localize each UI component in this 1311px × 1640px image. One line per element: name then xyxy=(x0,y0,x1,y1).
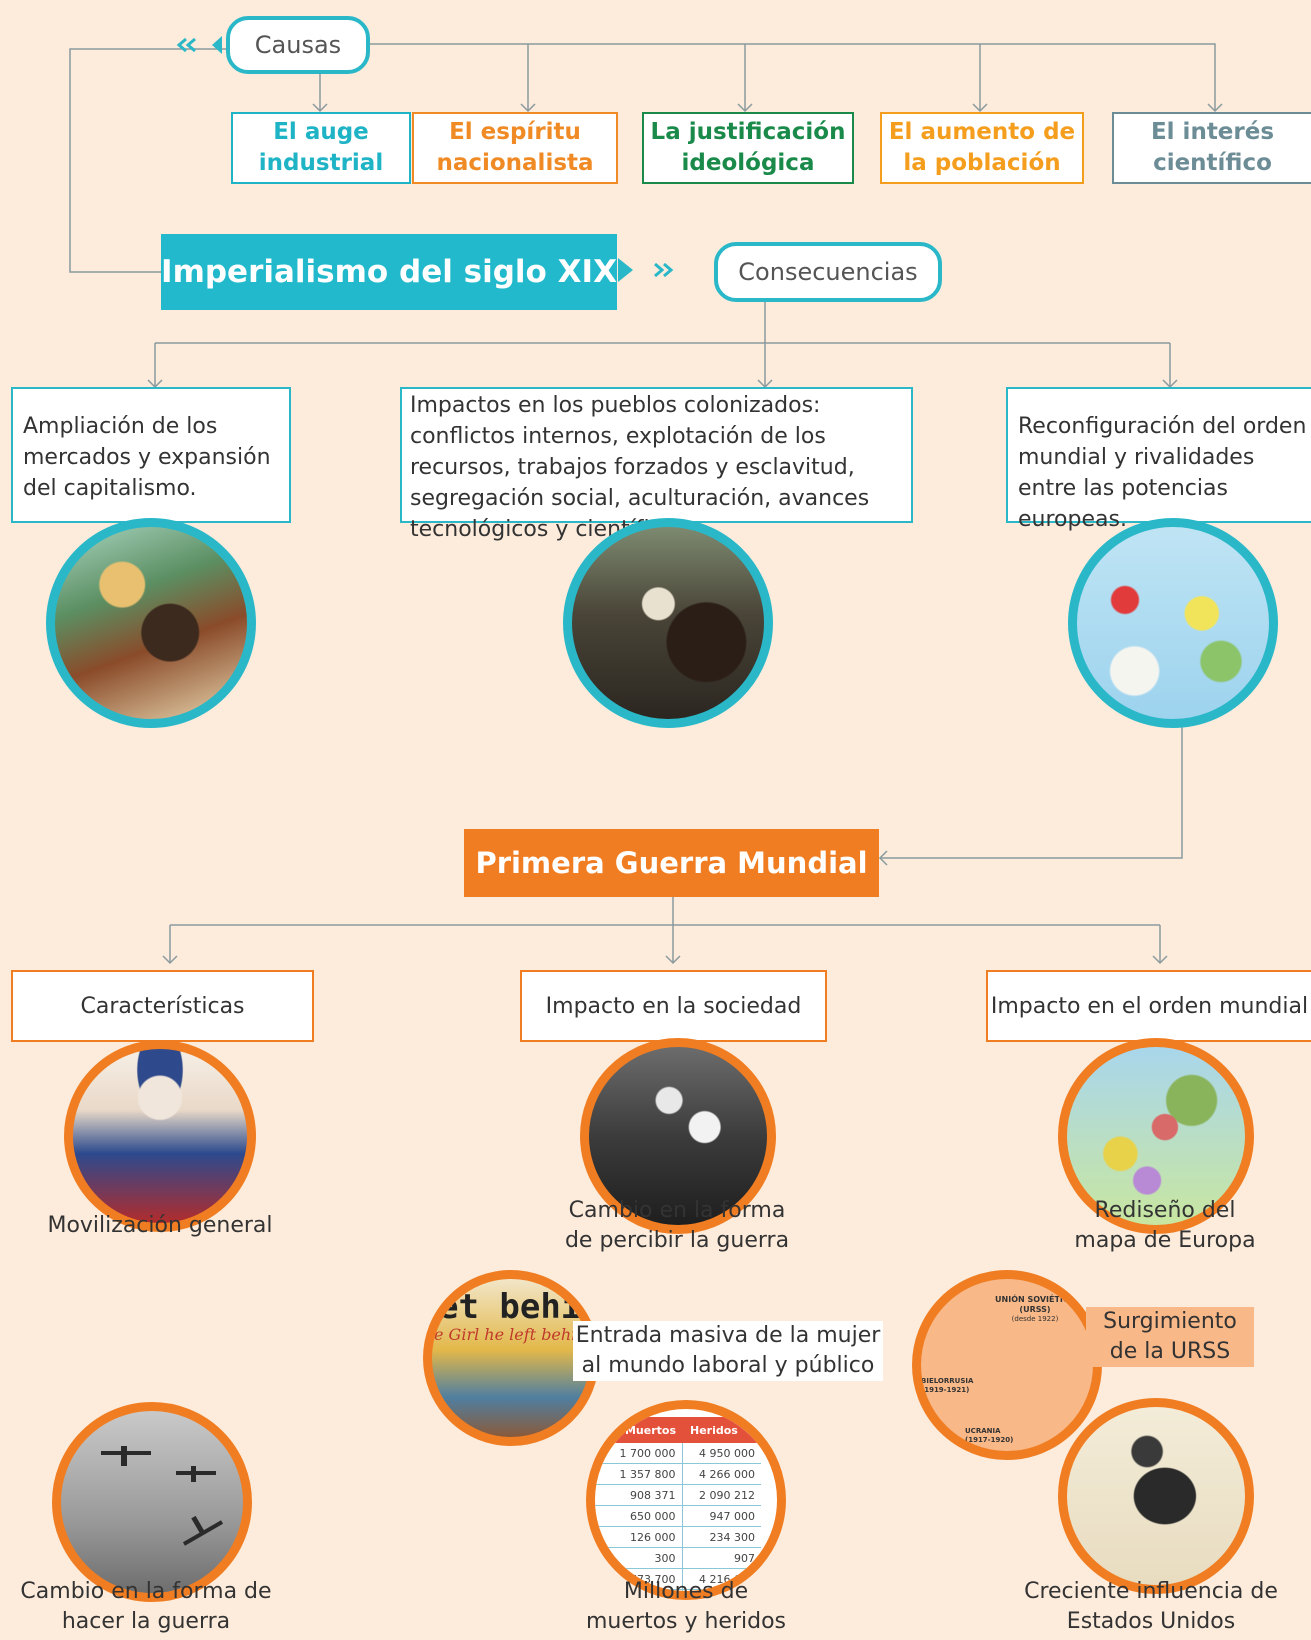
table-row: 126 000 234 300 xyxy=(595,1526,761,1548)
cause-interes-cientifico: El interés científico xyxy=(1112,112,1311,184)
heridos-cell: 4 216 058 xyxy=(681,1568,761,1590)
biplane-silhouettes xyxy=(101,1446,224,1546)
mercados-illustration xyxy=(46,518,256,728)
cause-auge-industrial: El auge industrial xyxy=(231,112,411,184)
urss-map: UNIÓN SOVIÉTICA (URSS) (desde 1922) BIEL… xyxy=(912,1270,1102,1460)
imperialismo-banner: Imperialismo del siglo XIX xyxy=(161,234,617,310)
ucrania-label: UCRANIA (1917-1920) xyxy=(965,1427,1014,1444)
caracteristicas-header: Características xyxy=(11,970,314,1042)
urss-subtitle: (desde 1922) xyxy=(1011,1315,1059,1323)
muertos-cell: 650 000 xyxy=(630,1509,676,1523)
biplanes-photo xyxy=(52,1402,252,1602)
muertos-cell: 300 xyxy=(654,1551,676,1565)
muertos-cell: 1 700 000 xyxy=(619,1446,676,1460)
table-row: 908 371 2 090 212 xyxy=(595,1484,761,1506)
europe-map xyxy=(1058,1038,1254,1234)
colonizados-illustration xyxy=(563,518,773,728)
muertos-cell: 908 371 xyxy=(630,1488,676,1502)
muertos-cell: 126 000 xyxy=(630,1530,676,1544)
table-row: 1 357 800 4 266 000 xyxy=(595,1463,761,1485)
cause-espiritu-nacionalista: El espíritu nacionalista xyxy=(412,112,618,184)
muertos-caption: Millones de muertos y heridos xyxy=(585,1579,787,1634)
table-row: 650 000 947 000 xyxy=(595,1505,761,1527)
heridos-cell: 3 620 0 xyxy=(681,1589,761,1591)
heridos-cell: 4 266 000 xyxy=(681,1463,761,1485)
rediseno-caption: Rediseño del mapa de Europa xyxy=(1074,1198,1256,1253)
consecuencia-pueblos-colonizados: Impactos en los pueblos colonizados: con… xyxy=(400,387,913,542)
eagle-illustration xyxy=(1058,1398,1254,1594)
influencia-eeuu-caption: Creciente influencia de Estados Unidos xyxy=(1024,1579,1278,1634)
table-row: 1 773 700 4 216 058 xyxy=(595,1568,761,1590)
bielorrusia-label: BIELORRUSIA (1919-1921) xyxy=(921,1377,974,1394)
muertos-cell: 1 773 700 xyxy=(619,1572,676,1586)
poster-subline: e Girl he left behind xyxy=(434,1325,597,1344)
heridos-cell: 2 090 212 xyxy=(681,1484,761,1506)
cause-justificacion-ideologica: La justificación ideológica xyxy=(642,112,854,184)
urss-title: UNIÓN SOVIÉTICA (URSS) xyxy=(995,1295,1075,1314)
orden-header: Impacto en el orden mundial xyxy=(986,970,1311,1042)
cause-aumento-poblacion: El aumento de la población xyxy=(880,112,1084,184)
percibir-guerra-caption: Cambio en la forma de percibir la guerra xyxy=(564,1198,790,1253)
muertos-cell: 1 357 800 xyxy=(619,1467,676,1481)
consecuencia-mercados: Ampliación de los mercados y expansión d… xyxy=(11,387,291,523)
table-row: 300 907 xyxy=(595,1547,761,1569)
table-row: 1 700 000 4 950 000 xyxy=(595,1443,761,1464)
hacer-guerra-caption: Cambio en la forma de hacer la guerra xyxy=(20,1579,272,1634)
heridos-cell: 4 950 000 xyxy=(681,1443,761,1464)
heridos-cell: 907 xyxy=(681,1547,761,1569)
guerra-banner: Primera Guerra Mundial xyxy=(464,829,879,897)
poster-headline: et behi xyxy=(438,1287,582,1327)
urss-caption: Surgimiento de la URSS xyxy=(1086,1307,1254,1367)
protest-photo xyxy=(580,1038,776,1234)
causas-label: Causas xyxy=(226,16,370,74)
women-poster: et behi e Girl he left behind xyxy=(423,1270,599,1446)
heridos-cell: 947 000 xyxy=(681,1505,761,1527)
movilizacion-caption: Movilización general xyxy=(47,1213,273,1238)
col-muertos: Muertos xyxy=(624,1423,676,1437)
col-heridos: Heridos xyxy=(690,1423,738,1437)
consecuencias-label: Consecuencias xyxy=(714,242,942,302)
consecuencia-orden-mundial: Reconfiguración del orden mundial y riva… xyxy=(1006,387,1311,532)
mujer-caption: Entrada masiva de la mujer al mundo labo… xyxy=(573,1321,883,1381)
uncle-sam-poster xyxy=(64,1040,256,1232)
sociedad-header: Impacto en la sociedad xyxy=(520,970,827,1042)
heridos-cell: 234 300 xyxy=(681,1526,761,1548)
world-map-illustration xyxy=(1068,518,1278,728)
